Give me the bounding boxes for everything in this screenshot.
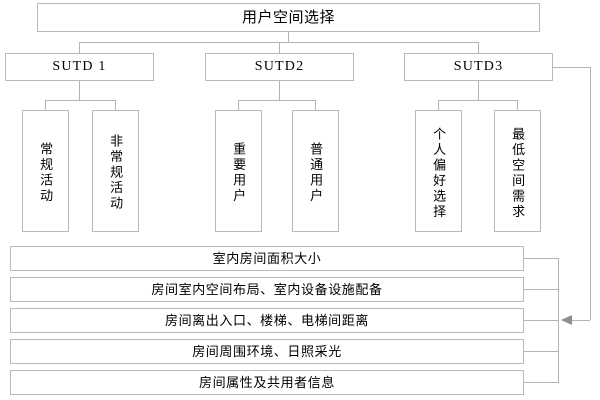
node-leaf-minimum-space-need[interactable]: 最低空间需求: [494, 110, 541, 232]
connector-drop-leaf-a: [45, 100, 46, 111]
node-sutd-2-label: SUTD2: [254, 58, 305, 74]
connector-drop-sutd1: [79, 42, 80, 54]
connector-attr2-stub: [524, 289, 559, 290]
connector-outer-vertical: [590, 67, 591, 320]
node-attribute-room-property-label: 房间属性及共用者信息: [198, 374, 335, 390]
node-attribute-room-layout[interactable]: 房间室内空间布局、室内设备设施配备: [10, 277, 524, 302]
node-attribute-environment-lighting[interactable]: 房间周围环境、日照采光: [10, 339, 524, 364]
node-leaf-minimum-space-need-label: 最低空间需求: [510, 126, 526, 220]
node-attribute-room-property[interactable]: 房间属性及共用者信息: [10, 370, 524, 395]
connector-drop-leaf-e: [438, 100, 439, 111]
node-attribute-distance-access[interactable]: 房间离出入口、楼梯、电梯间距离: [10, 308, 524, 333]
node-leaf-important-user[interactable]: 重要用户: [215, 110, 262, 232]
connector-attr1-stub: [524, 258, 559, 259]
node-leaf-ordinary-user[interactable]: 普通用户: [292, 110, 339, 232]
node-attribute-environment-lighting-label: 房间周围环境、日照采光: [192, 343, 342, 359]
connector-sutd3-right-stub: [553, 67, 590, 68]
node-attribute-room-layout-label: 房间室内空间布局、室内设备设施配备: [151, 281, 383, 297]
node-sutd-1[interactable]: SUTD 1: [5, 53, 154, 81]
node-attribute-distance-access-label: 房间离出入口、楼梯、电梯间距离: [164, 312, 369, 328]
node-sutd-3[interactable]: SUTD3: [404, 53, 553, 81]
connector-sutd1-bus: [45, 100, 115, 101]
connector-drop-sutd2: [279, 42, 280, 54]
connector-drop-sutd3: [478, 42, 479, 54]
node-sutd-1-label: SUTD 1: [52, 58, 107, 74]
node-root-label: 用户空间选择: [241, 8, 335, 26]
node-leaf-regular-activity[interactable]: 常规活动: [22, 110, 69, 232]
connector-drop-leaf-b: [115, 100, 116, 111]
node-root[interactable]: 用户空间选择: [37, 3, 540, 32]
node-leaf-regular-activity-label: 常规活动: [38, 142, 54, 204]
connector-drop-leaf-f: [517, 100, 518, 111]
connector-drop-leaf-c: [238, 100, 239, 111]
connector-attr5-stub: [524, 382, 559, 383]
connector-drop-leaf-d: [315, 100, 316, 111]
connector-attr3-stub: [524, 320, 559, 321]
connector-sutd1-stem: [79, 81, 80, 100]
node-leaf-personal-preference-label: 个人偏好选择: [431, 126, 447, 220]
connector-feedback-run: [572, 320, 590, 321]
node-leaf-irregular-activity[interactable]: 非常规活动: [92, 110, 139, 232]
node-attribute-room-area[interactable]: 室内房间面积大小: [10, 246, 524, 271]
connector-sutd2-stem: [279, 81, 280, 100]
node-sutd-3-label: SUTD3: [453, 58, 504, 74]
node-leaf-irregular-activity-label: 非常规活动: [108, 134, 124, 212]
node-leaf-personal-preference[interactable]: 个人偏好选择: [415, 110, 462, 232]
node-sutd-2[interactable]: SUTD2: [205, 53, 354, 81]
node-leaf-important-user-label: 重要用户: [231, 142, 247, 204]
node-leaf-ordinary-user-label: 普通用户: [308, 142, 324, 204]
connector-root-stem: [288, 32, 289, 43]
arrow-head-left: [561, 315, 572, 325]
connector-sutd3-bus: [438, 100, 517, 101]
connector-attr4-stub: [524, 351, 559, 352]
node-attribute-room-area-label: 室内房间面积大小: [212, 250, 322, 266]
connector-sutd2-bus: [238, 100, 315, 101]
connector-sutd3-stem: [478, 81, 479, 100]
